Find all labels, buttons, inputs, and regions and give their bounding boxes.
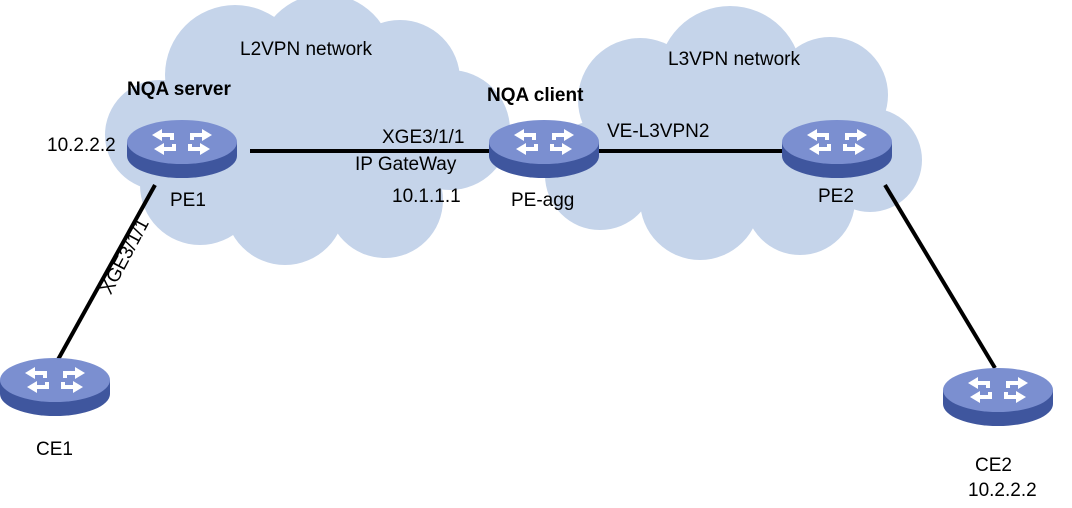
l3vpn-label: L3VPN network (668, 49, 801, 70)
ve-l3vpn-label: VE-L3VPN2 (607, 121, 710, 142)
ce1-name-label: CE1 (36, 439, 73, 460)
link-pe2-ce2 (883, 183, 997, 370)
router-icon (127, 120, 237, 178)
pe1-ip-label: 10.2.2.2 (47, 135, 116, 156)
l2vpn-label: L2VPN network (240, 39, 373, 60)
pe2-name-label: PE2 (818, 186, 854, 207)
router-icon (782, 120, 892, 178)
gateway-label: IP GateWay (355, 154, 457, 175)
link-pe1-ce1 (53, 184, 157, 366)
peagg-role-label: NQA client (487, 85, 584, 106)
link-interface-label: XGE3/1/1 (382, 127, 465, 148)
router-icon (489, 120, 599, 178)
pe1-name-label: PE1 (170, 190, 206, 211)
gateway-ip-label: 10.1.1.1 (392, 186, 461, 207)
router-icon (0, 358, 110, 416)
pe1-role-label: NQA server (127, 79, 231, 100)
l3vpn-cloud (545, 6, 922, 260)
ce2-ip-label: 10.2.2.2 (968, 480, 1037, 501)
ce2-name-label: CE2 (975, 455, 1012, 476)
router-icon (943, 368, 1053, 426)
peagg-name-label: PE-agg (511, 190, 575, 211)
